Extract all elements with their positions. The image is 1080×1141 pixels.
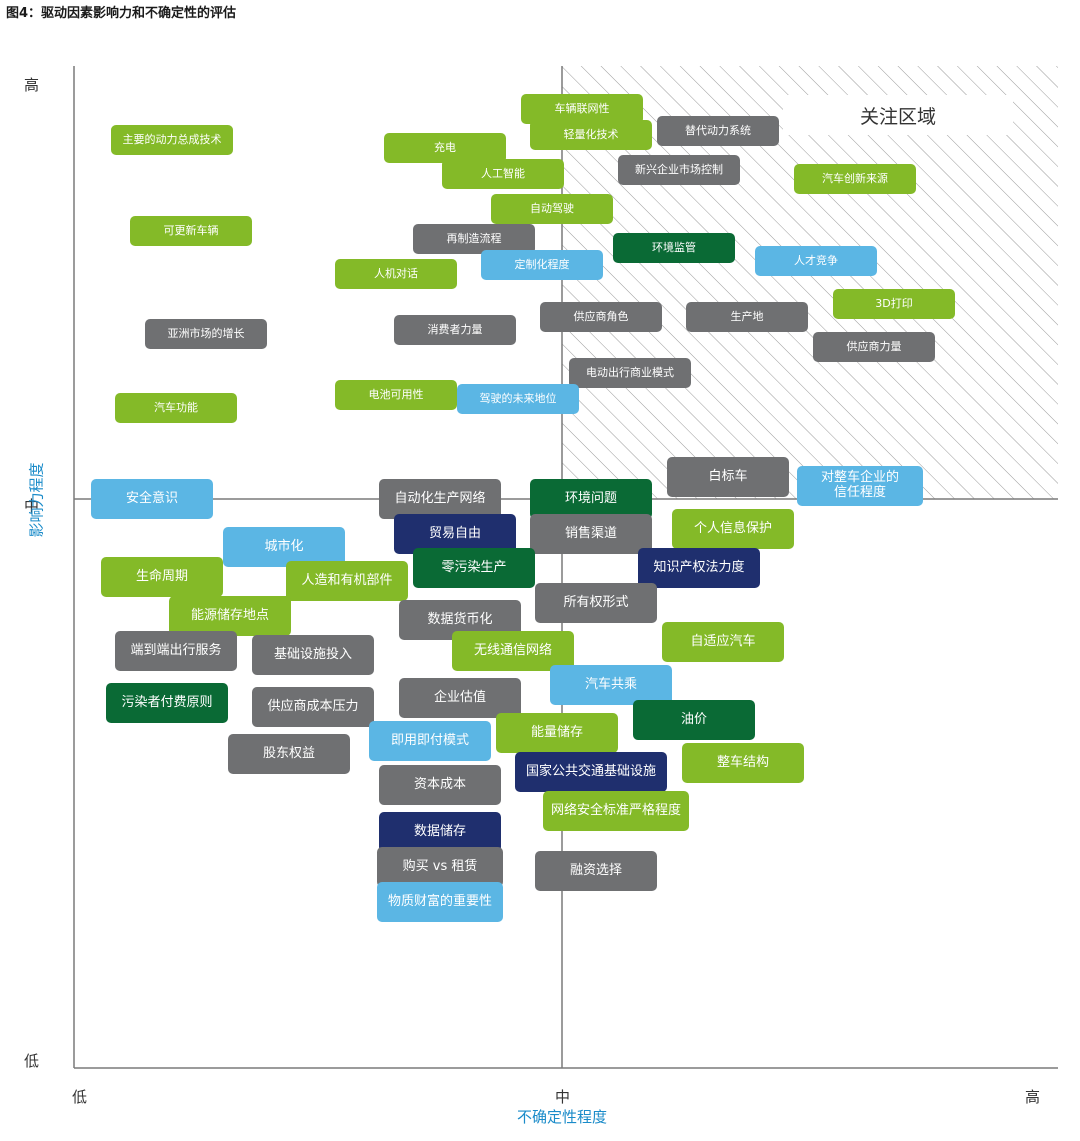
- driver-chip: 物质财富的重要性: [377, 882, 503, 922]
- driver-chip: 所有权形式: [535, 583, 657, 623]
- driver-chip: 再制造流程: [413, 224, 535, 254]
- driver-chip: 能源储存地点: [169, 596, 291, 636]
- driver-chip: 轻量化技术: [530, 120, 652, 150]
- driver-chip: 生产地: [686, 302, 808, 332]
- driver-chip: 生命周期: [101, 557, 223, 597]
- driver-chip: 自适应汽车: [662, 622, 784, 662]
- driver-chip: 融资选择: [535, 851, 657, 891]
- y-tick-low: 低: [24, 1052, 40, 1070]
- y-tick-high: 高: [24, 76, 40, 94]
- x-tick-low: 低: [72, 1088, 88, 1106]
- driver-chip: 油价: [633, 700, 755, 740]
- driver-chip: 替代动力系统: [657, 116, 779, 146]
- focus-area-label: 关注区域: [783, 95, 1013, 135]
- driver-chip: 供应商力量: [813, 332, 935, 362]
- driver-chip: 污染者付费原则: [106, 683, 228, 723]
- driver-chip: 端到端出行服务: [115, 631, 237, 671]
- driver-chip: 对整车企业的 信任程度: [797, 466, 923, 506]
- driver-chip: 数据储存: [379, 812, 501, 852]
- driver-chip: 汽车功能: [115, 393, 237, 423]
- x-tick-high: 高: [1025, 1088, 1041, 1106]
- x-tick-mid: 中: [555, 1088, 571, 1106]
- driver-chip: 人工智能: [442, 159, 564, 189]
- driver-chip: 定制化程度: [481, 250, 603, 280]
- figure-title: 图4：驱动因素影响力和不确定性的评估: [6, 6, 237, 21]
- driver-chip: 股东权益: [228, 734, 350, 774]
- driver-chip: 电动出行商业模式: [569, 358, 691, 388]
- driver-chip: 城市化: [223, 527, 345, 567]
- driver-chip: 环境问题: [530, 479, 652, 519]
- driver-chip: 贸易自由: [394, 514, 516, 554]
- driver-chip: 资本成本: [379, 765, 501, 805]
- driver-chip: 主要的动力总成技术: [111, 125, 233, 155]
- driver-chip: 人才竞争: [755, 246, 877, 276]
- driver-chip: 消费者力量: [394, 315, 516, 345]
- driver-chip: 即用即付模式: [369, 721, 491, 761]
- driver-chip: 人造和有机部件: [286, 561, 408, 601]
- driver-chip: 可更新车辆: [130, 216, 252, 246]
- x-axis-title: 不确定性程度: [516, 1108, 608, 1126]
- driver-chip: 自动化生产网络: [379, 479, 501, 519]
- driver-chip: 环境监管: [613, 233, 735, 263]
- driver-chip: 人机对话: [335, 259, 457, 289]
- driver-chip: 供应商成本压力: [252, 687, 374, 727]
- driver-chip: 驾驶的未来地位: [457, 384, 579, 414]
- driver-chip: 零污染生产: [413, 548, 535, 588]
- driver-chip: 国家公共交通基础设施: [515, 752, 667, 792]
- driver-chip: 自动驾驶: [491, 194, 613, 224]
- driver-chip: 电池可用性: [335, 380, 457, 410]
- y-tick-mid: 中: [24, 497, 40, 515]
- driver-chip: 个人信息保护: [672, 509, 794, 549]
- driver-chip: 安全意识: [91, 479, 213, 519]
- driver-chip: 供应商角色: [540, 302, 662, 332]
- driver-chip: 知识产权法力度: [638, 548, 760, 588]
- driver-chip: 购买 vs 租赁: [377, 847, 503, 887]
- driver-chip: 整车结构: [682, 743, 804, 783]
- driver-chip: 新兴企业市场控制: [618, 155, 740, 185]
- driver-chip: 能量储存: [496, 713, 618, 753]
- driver-chip: 汽车共乘: [550, 665, 672, 705]
- driver-chip: 销售渠道: [530, 514, 652, 554]
- driver-chip: 亚洲市场的增长: [145, 319, 267, 349]
- driver-chip: 企业估值: [399, 678, 521, 718]
- driver-chip: 汽车创新来源: [794, 164, 916, 194]
- driver-chip: 充电: [384, 133, 506, 163]
- y-axis-title: 影响力程度: [27, 462, 46, 538]
- driver-chip: 网络安全标准严格程度: [543, 791, 689, 831]
- driver-chip: 无线通信网络: [452, 631, 574, 671]
- driver-chip: 车辆联网性: [521, 94, 643, 124]
- driver-chip: 基础设施投入: [252, 635, 374, 675]
- driver-chip: 3D打印: [833, 289, 955, 319]
- driver-chip: 白标车: [667, 457, 789, 497]
